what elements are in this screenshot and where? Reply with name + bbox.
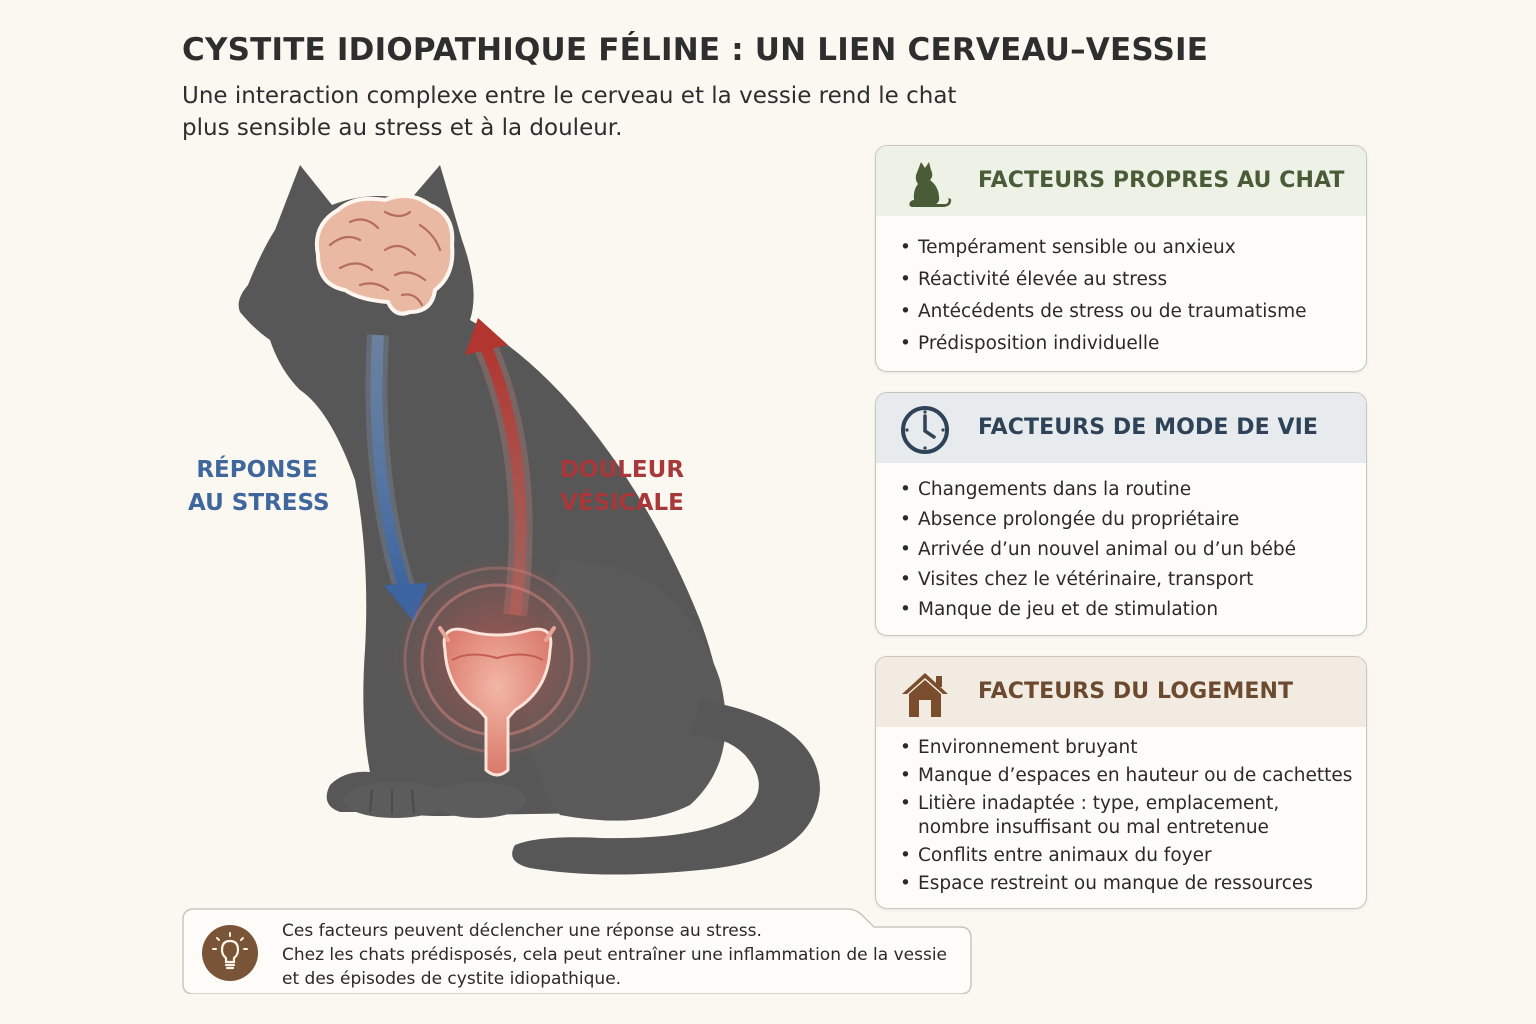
panel-lifestyle-factors: FACTEURS DE MODE DE VIE Changements dans… bbox=[875, 392, 1367, 636]
label-line: AU STRESS bbox=[188, 490, 330, 516]
list-item: Arrivée d’un nouvel animal ou d’un bébé bbox=[900, 535, 1366, 565]
list-item: Prédisposition individuelle bbox=[900, 328, 1366, 360]
list-item: Espace restreint ou manque de ressources bbox=[900, 872, 1366, 896]
label-line: VÉSICALE bbox=[560, 490, 684, 516]
list-item: Manque d’espaces en hauteur ou de cachet… bbox=[900, 764, 1366, 788]
subtitle-line: Une interaction complexe entre le cervea… bbox=[182, 83, 957, 109]
list-item: Réactivité élevée au stress bbox=[900, 264, 1366, 296]
list-item: Tempérament sensible ou anxieux bbox=[900, 232, 1366, 264]
cat-illustration bbox=[238, 165, 820, 875]
subtitle-line: plus sensible au stress et à la douleur. bbox=[182, 115, 623, 141]
note-line: Ces facteurs peuvent déclencher une répo… bbox=[282, 921, 762, 941]
house-icon bbox=[902, 673, 948, 717]
brain-icon bbox=[315, 194, 455, 316]
factor-list: Changements dans la routine Absence prol… bbox=[876, 463, 1366, 625]
list-item: Environnement bruyant bbox=[900, 736, 1366, 760]
panel-housing-factors: FACTEURS DU LOGEMENT Environnement bruya… bbox=[875, 656, 1367, 909]
panel-title: FACTEURS DE MODE DE VIE bbox=[978, 415, 1319, 440]
list-item-line: nombre insuffisant ou mal entretenue bbox=[918, 817, 1269, 838]
list-item: Conflits entre animaux du foyer bbox=[900, 844, 1366, 868]
bladder-pain-label: DOULEUR VÉSICALE bbox=[557, 454, 687, 520]
panel-header: FACTEURS DE MODE DE VIE bbox=[876, 393, 1366, 463]
page-title: CYSTITE IDIOPATHIQUE FÉLINE : UN LIEN CE… bbox=[182, 32, 1209, 68]
note-frame bbox=[182, 908, 972, 994]
panel-header: FACTEURS PROPRES AU CHAT bbox=[876, 146, 1366, 216]
label-line: RÉPONSE bbox=[196, 457, 318, 483]
summary-note: Ces facteurs peuvent déclencher une répo… bbox=[182, 908, 972, 994]
panel-cat-factors: FACTEURS PROPRES AU CHAT Tempérament sen… bbox=[875, 145, 1367, 372]
panel-title: FACTEURS DU LOGEMENT bbox=[978, 679, 1294, 704]
note-text: Ces facteurs peuvent déclencher une répo… bbox=[282, 919, 947, 991]
bladder-icon bbox=[392, 555, 602, 777]
list-item: Absence prolongée du propriétaire bbox=[900, 505, 1366, 535]
list-item-line: Litière inadaptée : type, emplacement, bbox=[918, 793, 1280, 814]
label-line: DOULEUR bbox=[559, 457, 685, 483]
factor-list: Environnement bruyant Manque d’espaces e… bbox=[876, 727, 1366, 896]
note-line: et des épisodes de cystite idiopathique. bbox=[282, 969, 622, 989]
note-line: Chez les chats prédisposés, cela peut en… bbox=[282, 945, 948, 965]
cat-icon bbox=[909, 162, 952, 207]
list-item: Manque de jeu et de stimulation bbox=[900, 595, 1366, 625]
list-item: Antécédents de stress ou de traumatisme bbox=[900, 296, 1366, 328]
stress-response-label: RÉPONSE AU STRESS bbox=[188, 454, 330, 520]
panel-header: FACTEURS DU LOGEMENT bbox=[876, 657, 1366, 727]
page-subtitle: Une interaction complexe entre le cervea… bbox=[182, 80, 1002, 144]
clock-icon bbox=[901, 406, 949, 454]
list-item: Visites chez le vétérinaire, transport bbox=[900, 565, 1366, 595]
factor-list: Tempérament sensible ou anxieux Réactivi… bbox=[876, 216, 1366, 360]
panel-title: FACTEURS PROPRES AU CHAT bbox=[978, 168, 1345, 193]
lightbulb-icon bbox=[202, 925, 258, 981]
list-item: Changements dans la routine bbox=[900, 475, 1366, 505]
list-item: Litière inadaptée : type, emplacement, n… bbox=[900, 792, 1366, 840]
